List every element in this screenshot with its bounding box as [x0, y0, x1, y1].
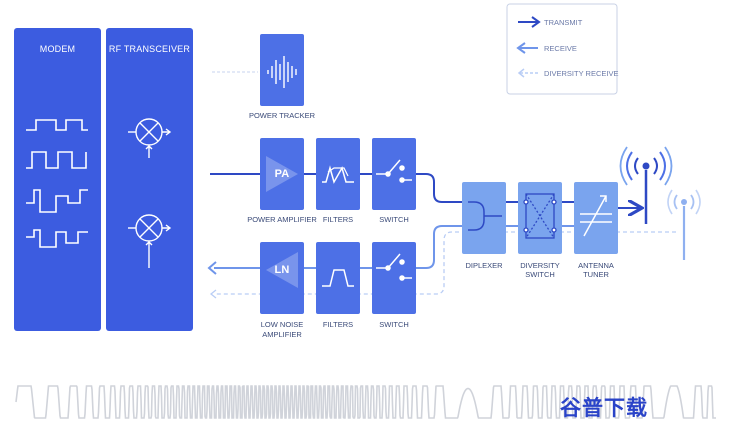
tunable-capacitor-icon [580, 195, 612, 237]
switch-tx-label: SWITCH [379, 215, 409, 224]
receive-arrowhead [207, 261, 217, 275]
power-amplifier-block [260, 138, 304, 210]
low-noise-amplifier-label-2: AMPLIFIER [262, 330, 302, 339]
power-tracker-label: POWER TRACKER [248, 111, 316, 120]
rf-transceiver-block [106, 28, 193, 331]
legend-transmit-label: TRANSMIT [544, 18, 583, 27]
legend-box [506, 3, 618, 95]
antenna-tuner-block [574, 182, 618, 254]
antenna-tuner-label-1: ANTENNA [578, 261, 614, 270]
diversity-switch-label-2: SWITCH [525, 270, 555, 279]
filters-tx-label: FILTERS [322, 215, 354, 224]
legend-receive-label: RECEIVE [544, 44, 577, 53]
diversity-switch-block [518, 182, 562, 254]
pa-symbol: PA [274, 168, 290, 180]
filters-rx-block [316, 242, 360, 314]
legend-transmit-icon [518, 16, 541, 28]
switch-rx-block [372, 242, 416, 314]
transmit-path [210, 173, 462, 203]
waveform-icon [267, 56, 297, 88]
legend-receive-icon [516, 42, 538, 54]
crossbar-switch-icon [523, 193, 557, 239]
mixer-icon [128, 118, 172, 268]
antenna-tuner-label-2: TUNER [583, 270, 609, 279]
lowpass-filter-icon [322, 269, 354, 287]
power-tracker-block [260, 34, 304, 106]
diversity-switch-label-1: DIVERSITY [520, 261, 560, 270]
diplexer-icon [468, 201, 502, 231]
diplexer-label: DIPLEXER [465, 261, 503, 270]
modem-block [14, 28, 101, 331]
low-noise-amplifier-block [260, 242, 304, 314]
receive-path [214, 225, 462, 269]
switch-icon [376, 253, 412, 281]
frequency-chirp-waveform [15, 385, 716, 419]
antenna-main-icon [619, 146, 673, 224]
modem-waveforms [26, 119, 88, 248]
switch-tx-block [372, 138, 416, 210]
antenna-diversity-icon [667, 189, 701, 260]
switch-icon [376, 159, 412, 183]
diversity-arrowhead [209, 289, 217, 299]
pa-triangle-icon [266, 156, 298, 192]
switch-rx-label: SWITCH [379, 320, 409, 329]
low-noise-amplifier-label-1: LOW NOISE [260, 320, 304, 329]
bandpass-filter-icon [322, 165, 354, 184]
filters-rx-label: FILTERS [322, 320, 354, 329]
rf-transceiver-title: RF TRANSCEIVER [108, 44, 191, 54]
ln-triangle-icon [266, 252, 298, 288]
legend-diversity-label: DIVERSITY RECEIVE [544, 69, 619, 78]
legend-diversity-icon [517, 68, 538, 78]
ln-symbol: LN [274, 264, 290, 276]
modem-title: MODEM [39, 44, 76, 54]
diversity-receive-path [214, 231, 676, 295]
power-amplifier-label: POWER AMPLIFIER [247, 215, 317, 224]
watermark-logo: 谷普下载 [560, 396, 648, 420]
